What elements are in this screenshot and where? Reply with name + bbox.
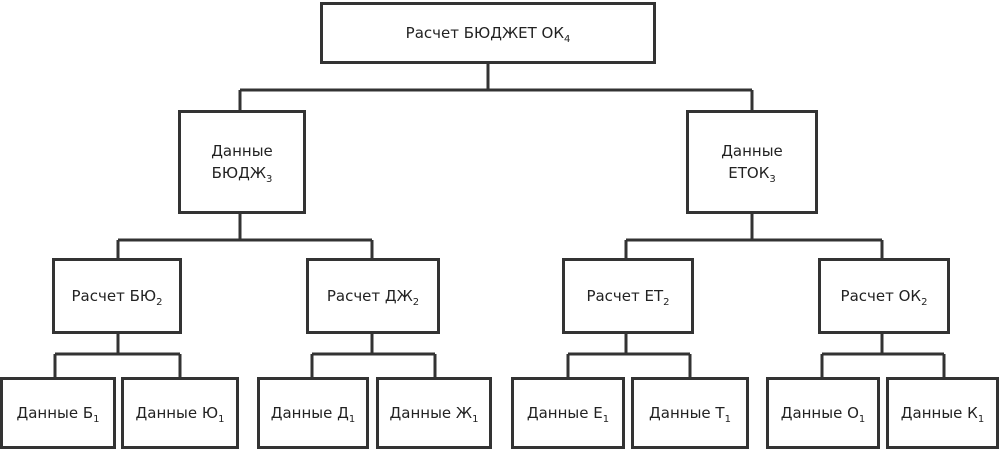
connector-etok	[624, 212, 884, 258]
node-calc-ok: Расчет ОК2	[818, 258, 950, 334]
connector-ok	[820, 333, 946, 377]
node-data-zh: Данные Ж1	[376, 377, 492, 449]
node-data-b: Данные Б1	[0, 377, 116, 449]
node-data-k: Данные К1	[886, 377, 999, 449]
node-data-d: Данные Д1	[257, 377, 369, 449]
node-calc-dzh: Расчет ДЖ2	[306, 258, 440, 334]
node-calc-byu: Расчет БЮ2	[52, 258, 182, 334]
node-data-o: Данные О1	[766, 377, 880, 449]
node-root: Расчет БЮДЖЕТ ОК4	[320, 2, 656, 64]
connector-et	[566, 333, 692, 377]
connector-root	[238, 64, 754, 110]
connector-dzh	[310, 333, 437, 377]
connector-budj	[116, 212, 374, 258]
connector-byu	[53, 333, 182, 377]
node-data-t: Данные Т1	[631, 377, 749, 449]
node-calc-et: Расчет ЕТ2	[562, 258, 694, 334]
node-data-e: Данные Е1	[511, 377, 625, 449]
node-data-yu: Данные Ю1	[121, 377, 239, 449]
